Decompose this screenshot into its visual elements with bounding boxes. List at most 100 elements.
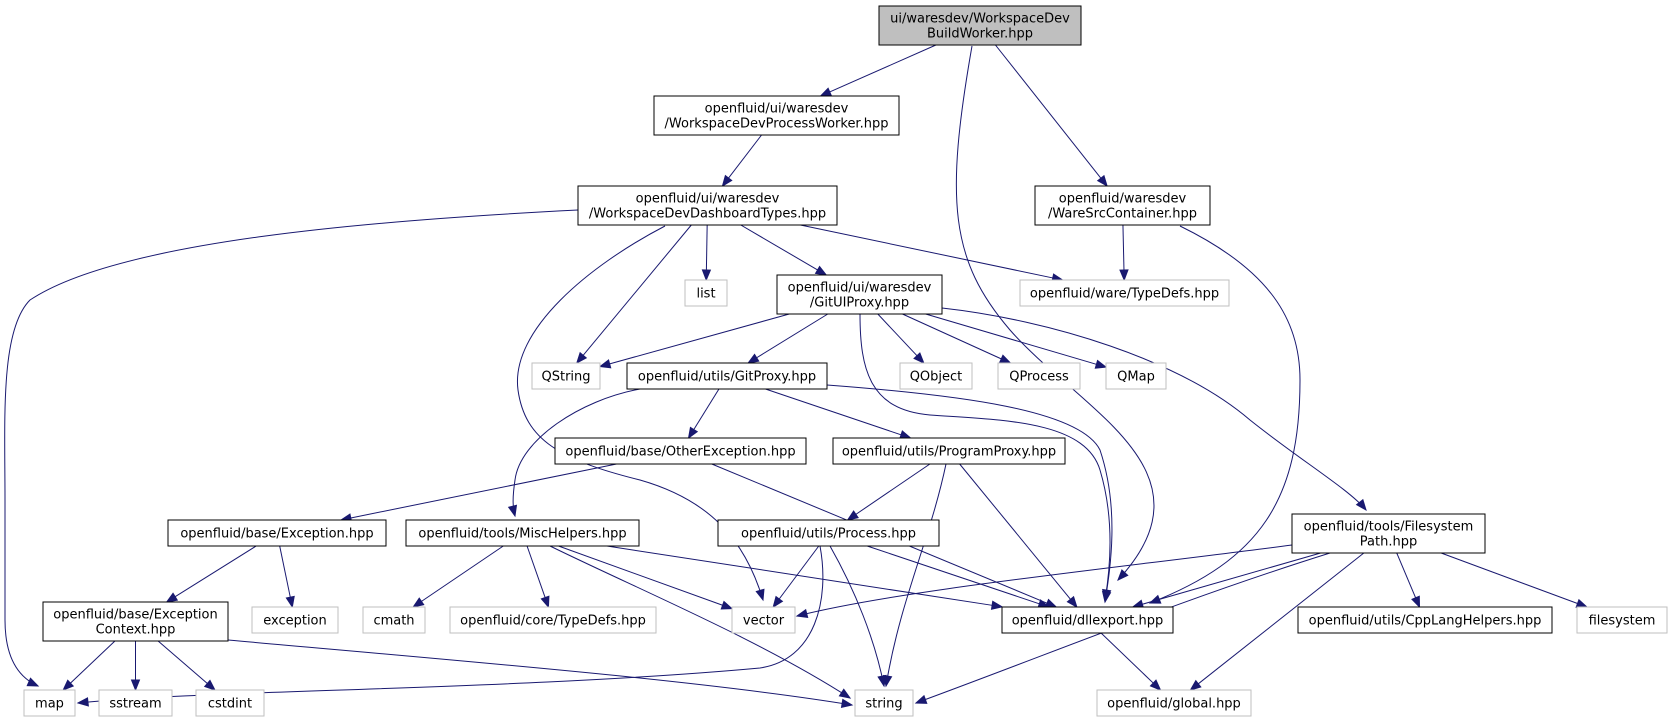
node-procworker[interactable]: openfluid/ui/waresdev/WorkspaceDevProces… bbox=[653, 95, 900, 136]
node-label: ui/waresdev/WorkspaceDev bbox=[890, 12, 1070, 27]
edge-dllexport-to-global bbox=[1100, 632, 1162, 691]
edge-line bbox=[867, 545, 1040, 605]
node-string: string bbox=[854, 689, 914, 717]
node-cstdint: cstdint bbox=[195, 689, 265, 717]
node-label: openfluid/dllexport.hpp bbox=[1012, 614, 1164, 629]
edge-line bbox=[728, 134, 762, 179]
edge-progproxy-to-string bbox=[883, 463, 947, 688]
node-process[interactable]: openfluid/utils/Process.hpp bbox=[717, 519, 940, 547]
edge-line bbox=[941, 307, 1367, 511]
node-qstring: QString bbox=[531, 362, 601, 390]
node-label: /WorkspaceDevDashboardTypes.hpp bbox=[589, 207, 826, 222]
edge-arrowhead bbox=[165, 592, 179, 603]
edge-gituiproxy-to-qobject bbox=[877, 313, 925, 364]
node-box bbox=[1297, 606, 1553, 634]
node-gitproxy[interactable]: openfluid/utils/GitProxy.hpp bbox=[626, 362, 828, 390]
node-gituiproxy[interactable]: openfluid/ui/waresdev/GitUIProxy.hpp bbox=[776, 274, 943, 315]
node-box bbox=[684, 279, 728, 307]
edge-arrowhead bbox=[840, 698, 854, 708]
node-mischelpers[interactable]: openfluid/tools/MiscHelpers.hpp bbox=[405, 519, 640, 547]
node-label: openfluid/utils/CppLangHelpers.hpp bbox=[1309, 614, 1542, 629]
edge-arrowhead bbox=[203, 679, 216, 691]
edge-line bbox=[740, 224, 818, 271]
edge-arrowhead bbox=[721, 174, 733, 188]
node-box bbox=[626, 362, 828, 390]
node-label: string bbox=[865, 697, 902, 712]
edge-gitproxy-to-dllexport bbox=[826, 384, 1113, 604]
node-stdexception: exception bbox=[251, 606, 339, 634]
node-otherexc[interactable]: openfluid/base/OtherException.hpp bbox=[554, 437, 807, 465]
edge-line bbox=[526, 545, 546, 598]
edge-mischelpers-to-cmath bbox=[412, 545, 504, 608]
node-label: openfluid/waresdev bbox=[1059, 192, 1187, 207]
node-label: QString bbox=[541, 370, 590, 385]
node-label: map bbox=[35, 697, 64, 712]
edge-line bbox=[959, 463, 1071, 600]
node-label: cmath bbox=[373, 614, 414, 629]
node-dllexport[interactable]: openfluid/dllexport.hpp bbox=[1001, 606, 1174, 634]
node-box bbox=[717, 519, 940, 547]
edge-dashtypes-to-gituiproxy bbox=[740, 224, 828, 276]
edge-dashtypes-to-waretypedefs bbox=[800, 224, 1064, 283]
edge-line bbox=[829, 545, 885, 687]
node-filesystem: filesystem bbox=[1576, 606, 1668, 634]
node-label: vector bbox=[743, 614, 785, 629]
node-label: sstream bbox=[109, 697, 161, 712]
edge-arrowhead bbox=[914, 694, 928, 704]
node-box bbox=[167, 519, 387, 547]
node-box bbox=[251, 606, 339, 634]
edge-arrowhead bbox=[26, 677, 40, 687]
node-label: openfluid/core/TypeDefs.hpp bbox=[460, 614, 646, 629]
node-qmap: QMap bbox=[1105, 362, 1167, 390]
edge-arrowhead bbox=[846, 510, 859, 521]
edge-gituiproxy-to-fspath bbox=[941, 307, 1367, 512]
edge-process-to-dllexport bbox=[867, 545, 1051, 609]
edge-line bbox=[877, 313, 918, 357]
edge-line bbox=[70, 640, 116, 684]
edge-arrowhead bbox=[687, 426, 699, 440]
node-progproxy[interactable]: openfluid/utils/ProgramProxy.hpp bbox=[832, 437, 1066, 465]
node-box bbox=[577, 185, 838, 226]
edge-gitproxy-to-progproxy bbox=[765, 388, 912, 440]
edge-gituiproxy-to-qmap bbox=[925, 313, 1108, 369]
node-label: openfluid/ui/waresdev bbox=[788, 281, 932, 296]
edge-line bbox=[350, 463, 617, 519]
edge-line bbox=[1440, 552, 1578, 604]
edge-progproxy-to-dllexport bbox=[959, 463, 1078, 609]
edge-arrowhead bbox=[1094, 359, 1108, 369]
node-cpplang[interactable]: openfluid/utils/CppLangHelpers.hpp bbox=[1297, 606, 1553, 634]
edge-arrowhead bbox=[795, 608, 809, 619]
node-dashtypes[interactable]: openfluid/ui/waresdev/WorkspaceDevDashbo… bbox=[577, 185, 838, 226]
edge-arrowhead bbox=[540, 595, 550, 609]
node-label: list bbox=[696, 287, 715, 302]
edge-line bbox=[855, 463, 931, 515]
edge-arrowhead bbox=[1096, 174, 1108, 188]
edge-line bbox=[421, 545, 504, 602]
node-label: openfluid/utils/GitProxy.hpp bbox=[638, 370, 816, 385]
edge-exccontext-to-cstdint bbox=[157, 640, 216, 691]
edge-arrowhead bbox=[990, 600, 1004, 610]
edge-line bbox=[512, 388, 641, 517]
node-label: /WareSrcContainer.hpp bbox=[1048, 207, 1197, 222]
edge-line bbox=[796, 544, 1293, 617]
edge-arrowhead bbox=[598, 359, 612, 369]
node-list: list bbox=[684, 279, 728, 307]
edge-fspath-to-filesystem bbox=[1440, 552, 1589, 608]
edge-arrowhead bbox=[62, 679, 75, 691]
node-exception[interactable]: openfluid/base/Exception.hpp bbox=[167, 519, 387, 547]
node-waresrc[interactable]: openfluid/waresdev/WareSrcContainer.hpp bbox=[1034, 185, 1211, 226]
edge-gituiproxy-to-qstring bbox=[598, 313, 790, 369]
edge-arrowhead bbox=[285, 595, 295, 609]
edge-mischelpers-to-vector bbox=[558, 545, 734, 610]
edge-arrowhead bbox=[1149, 679, 1162, 691]
node-label: QObject bbox=[910, 370, 963, 385]
node-box bbox=[554, 437, 807, 465]
edge-exception-to-stdexception bbox=[279, 545, 295, 609]
node-cmath: cmath bbox=[362, 606, 426, 634]
edge-arrowhead bbox=[877, 674, 887, 688]
